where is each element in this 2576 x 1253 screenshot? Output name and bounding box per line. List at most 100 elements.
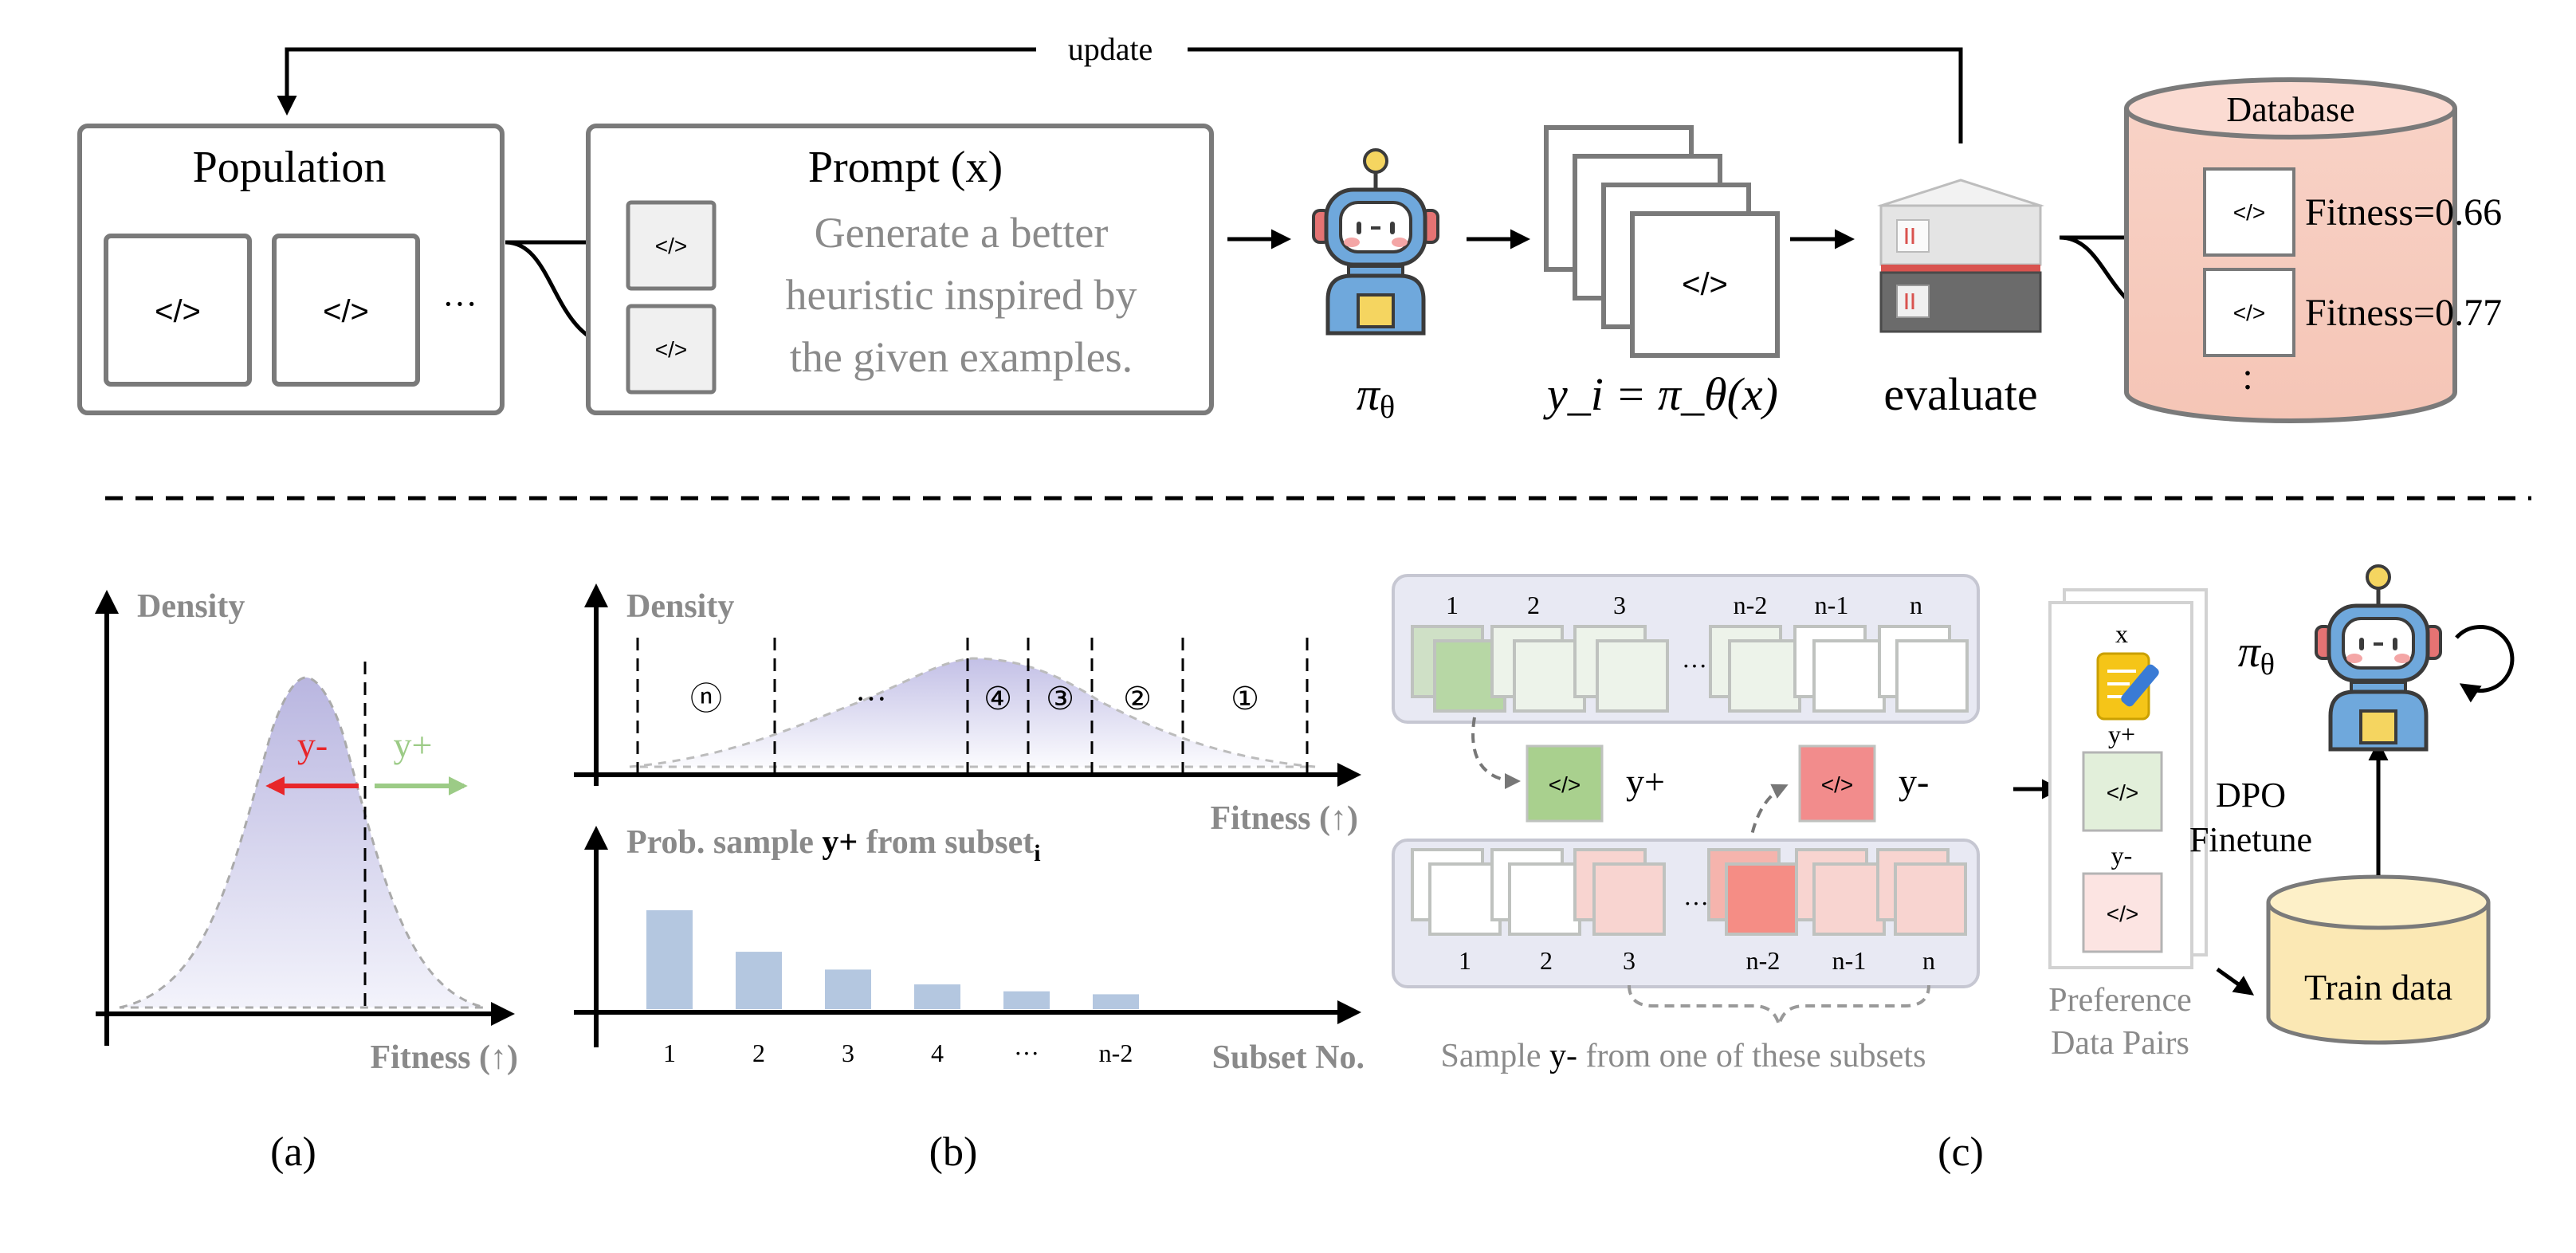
- code-glyph: </>: [2107, 901, 2138, 926]
- top-subset-squares: [1411, 625, 1969, 713]
- prompt-text-line-1: Generate a better: [815, 209, 1109, 257]
- code-glyph: </>: [1549, 772, 1581, 797]
- panel-a-yplus-label: y+: [394, 725, 433, 765]
- evaluate-label: evaluate: [1883, 368, 2037, 420]
- code-glyph: </>: [1821, 772, 1853, 797]
- bar-tick-label: n-2: [1099, 1039, 1133, 1067]
- top-subset-labels: 1 2 3 n-2 n-1 n: [1446, 591, 1922, 619]
- bottom-subset-squares: [1411, 848, 1967, 936]
- panel-a-caption: (a): [270, 1129, 316, 1175]
- panel-a-ylabel: Density: [137, 588, 245, 625]
- prompt-text-line-3: the given examples.: [790, 333, 1133, 381]
- code-glyph: </>: [1682, 267, 1728, 302]
- panel-a-axes: [95, 590, 515, 1046]
- subset-mark-3: ③: [1046, 681, 1074, 717]
- db-code-block-2: [2203, 268, 2295, 357]
- pairs-to-train-data-arrow: [2216, 967, 2255, 996]
- population-code-block-1: [104, 234, 252, 387]
- panel-b-density-ylabel: Density: [626, 588, 734, 625]
- db-more: :: [2242, 355, 2252, 398]
- generated-code-stack: [1544, 125, 1780, 358]
- panel-b-caption: (b): [929, 1129, 978, 1175]
- pref-yminus-label: y-: [2111, 841, 2133, 870]
- bar-tick-label: ···: [1014, 1039, 1039, 1067]
- code-glyph: </>: [2107, 780, 2138, 805]
- panel-b-density-xlabel: Fitness (↑): [1211, 800, 1358, 837]
- sampled-yplus-label: y+: [1626, 761, 1665, 802]
- panel-b-bar-axes: [574, 826, 1361, 1047]
- bar-tick-label: 4: [931, 1039, 944, 1067]
- pref-caption-line-1: Preference: [2048, 982, 2192, 1019]
- finetuned-policy-robot-icon: [2316, 566, 2441, 749]
- self-update-loop-icon: [2455, 625, 2515, 703]
- sample-yplus-arrow: [1471, 717, 1521, 789]
- sample-caption: Sample y- from one of these subsets: [1441, 1038, 1926, 1074]
- prompt-example-code-2: [626, 304, 717, 395]
- code-glyph: </>: [655, 234, 687, 258]
- panel-b-bars: [646, 910, 1139, 1009]
- top-subset-label: n: [1910, 591, 1922, 619]
- top-subset-label: 3: [1613, 591, 1626, 619]
- panel-a-yminus-label: y-: [297, 725, 328, 765]
- sampled-yplus-code: [1526, 744, 1604, 823]
- panel-a-density-curve: [119, 676, 485, 1009]
- update-label: update: [1068, 31, 1153, 67]
- top-subset-ellipsis: ···: [1682, 651, 1707, 680]
- outputs-label: y_i = π_θ(x): [1543, 368, 1778, 420]
- prompt-text-line-2: heuristic inspired by: [786, 271, 1137, 319]
- bottom-subset-labels: 1 2 3 n-2 n-1 n: [1459, 946, 1935, 975]
- subset-range-brace: [1628, 984, 1930, 1026]
- pref-x-label: x: [2115, 619, 2128, 648]
- top-subset-label: 1: [1446, 591, 1459, 619]
- subset-mark-2: ②: [1123, 681, 1152, 717]
- code-glyph: </>: [323, 294, 369, 329]
- server-icon: [1877, 179, 2044, 333]
- code-glyph: </>: [655, 337, 687, 362]
- bottom-subset-label: 3: [1623, 946, 1636, 975]
- code-glyph: </>: [155, 294, 201, 329]
- population-code-block-2: [272, 234, 420, 387]
- bar-subset-3: [825, 969, 871, 1009]
- bar-tick-label: 3: [842, 1039, 854, 1067]
- db-code-block-1: [2203, 167, 2295, 257]
- bottom-subset-label: n-2: [1746, 946, 1781, 975]
- code-glyph: </>: [2233, 200, 2265, 225]
- bar-subset-6: [1093, 994, 1139, 1009]
- database-title: Database: [2226, 90, 2354, 129]
- train-data-cylinder: [2266, 874, 2491, 1045]
- panel-b-bar-ylabel: Prob. sample y+ from subseti: [626, 824, 1041, 866]
- bar-tick-label: 1: [663, 1039, 676, 1067]
- finetuned-policy-label: πθ: [2238, 627, 2275, 681]
- bottom-subset-label: 1: [1459, 946, 1471, 975]
- bar-subset-1: [646, 910, 693, 1009]
- dpo-label-line-2: Finetune: [2189, 820, 2312, 859]
- subset-mark-ellipsis: ···: [855, 681, 887, 717]
- bar-subset-2: [736, 952, 782, 1009]
- pref-yminus-code: [2082, 872, 2163, 953]
- db-row-2: Fitness=0.77: [2305, 292, 2502, 334]
- prompt-document-icon: [2096, 652, 2159, 721]
- prompt-example-code-1: [626, 200, 717, 291]
- bottom-subset-label: 2: [1540, 946, 1553, 975]
- subset-mark-n: ⓝ: [690, 681, 722, 717]
- bar-subset-4: [914, 984, 960, 1009]
- panel-b-subset-marks: ⓝ ··· ④ ③ ② ①: [690, 681, 1259, 717]
- update-loop-arrow: [277, 47, 1963, 143]
- code-glyph: </>: [2233, 300, 2265, 325]
- pref-yplus-label: y+: [2108, 720, 2135, 748]
- db-row-1: Fitness=0.66: [2305, 191, 2502, 234]
- sampled-yminus-code: [1798, 744, 1876, 823]
- prompt-box: [586, 124, 1214, 415]
- subset-mark-1: ①: [1231, 681, 1259, 717]
- bar-tick-label: 2: [752, 1039, 765, 1067]
- panel-b-subset-dividers: [636, 638, 1309, 775]
- policy-label: πθ: [1357, 368, 1395, 425]
- bottom-subset-label: n-1: [1832, 946, 1867, 975]
- population-ellipsis: ···: [442, 285, 477, 324]
- train-data-label: Train data: [2304, 967, 2452, 1008]
- top-subset-label: n-2: [1734, 591, 1768, 619]
- prompt-title: Prompt (x): [808, 143, 1003, 192]
- population-title: Population: [193, 143, 387, 192]
- panel-b-bar-xlabel: Subset No.: [1212, 1039, 1365, 1076]
- bottom-subset-ellipsis: ···: [1683, 889, 1709, 917]
